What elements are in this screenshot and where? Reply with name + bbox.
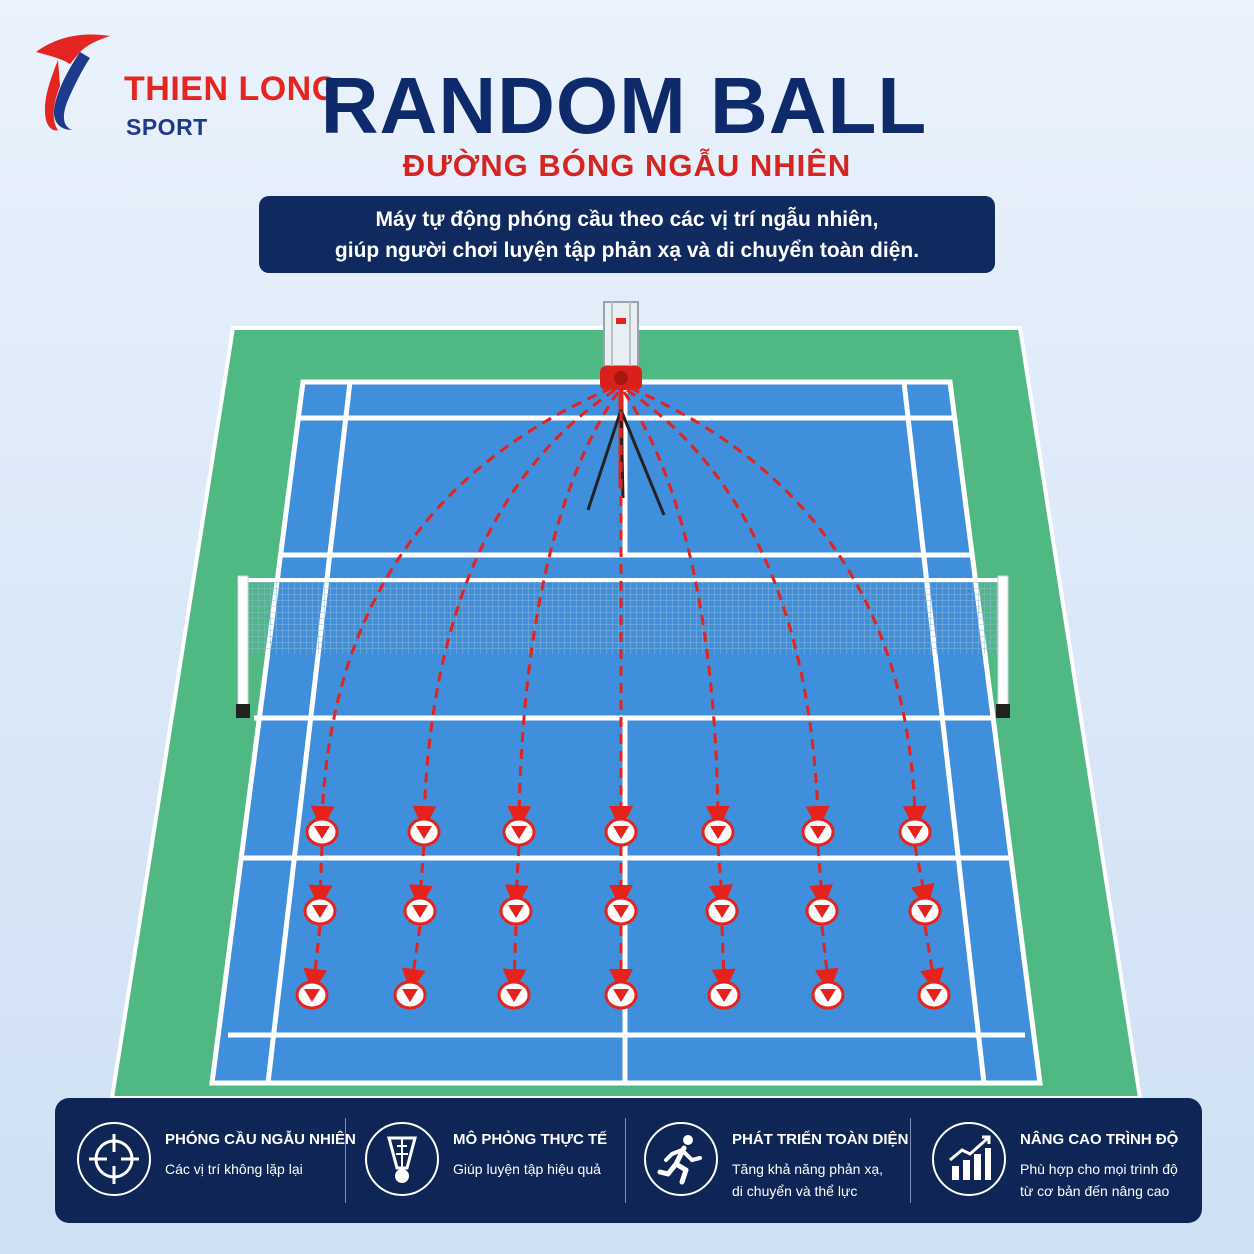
target-marker-icon — [305, 817, 339, 847]
target-marker-icon — [499, 896, 533, 926]
feature-desc: Phù hợp cho mọi trình độ từ cơ bản đến n… — [1020, 1161, 1178, 1199]
target-marker-icon — [407, 817, 441, 847]
brand-logo: THIEN LONG SPORT — [28, 30, 338, 140]
crosshair-icon — [77, 1122, 151, 1196]
target-marker-icon — [801, 817, 835, 847]
target-marker-icon — [403, 896, 437, 926]
target-marker-icon — [811, 980, 845, 1010]
shuttlecock-icon — [365, 1122, 439, 1196]
target-marker-icon — [393, 980, 427, 1010]
feature-desc: Các vị trí không lặp lại — [165, 1161, 303, 1177]
feature-desc: Tăng khả năng phản xạ, di chuyển và thể … — [732, 1161, 884, 1199]
target-marker-icon — [701, 817, 735, 847]
divider — [345, 1118, 346, 1203]
target-marker-icon — [502, 817, 536, 847]
target-marker-icon — [805, 896, 839, 926]
target-marker-icon — [917, 980, 951, 1010]
feature-title: NÂNG CAO TRÌNH ĐỘ — [1020, 1131, 1179, 1148]
ball-trajectories — [303, 386, 944, 993]
brand-mark-icon — [36, 34, 110, 131]
feature-realistic: MÔ PHỎNG THỰC TẾ Giúp luyện tập hiệu quả — [343, 1098, 630, 1223]
page-title: RANDOM BALL — [320, 61, 928, 150]
target-marker-icon — [604, 980, 638, 1010]
feature-title: MÔ PHỎNG THỰC TẾ — [453, 1131, 608, 1148]
description-line-2: giúp người chơi luyện tập phản xạ và di … — [334, 239, 920, 262]
badminton-net — [236, 575, 1010, 718]
divider — [625, 1118, 626, 1203]
feature-title: PHÓNG CẦU NGẪU NHIÊN — [165, 1131, 356, 1148]
page-subtitle: ĐƯỜNG BÓNG NGẪU NHIÊN — [402, 148, 852, 183]
growth-chart-icon — [932, 1122, 1006, 1196]
court-lines — [209, 379, 1043, 1086]
target-marker-icon — [908, 896, 942, 926]
brand-sub: SPORT — [126, 114, 208, 140]
landing-markers — [295, 817, 951, 1010]
description-banner: Máy tự động phóng cầu theo các vị trí ng… — [259, 196, 995, 273]
target-marker-icon — [707, 980, 741, 1010]
feature-development: PHÁT TRIỂN TOÀN DIỆN Tăng khả năng phản … — [622, 1098, 909, 1223]
target-marker-icon — [497, 980, 531, 1010]
target-marker-icon — [705, 896, 739, 926]
feature-random-launch: PHÓNG CẦU NGẪU NHIÊN Các vị trí không lặ… — [55, 1098, 356, 1223]
target-marker-icon — [295, 980, 329, 1010]
feature-desc: Giúp luyện tập hiệu quả — [453, 1161, 601, 1177]
brand-name: THIEN LONG — [124, 70, 339, 108]
target-marker-icon — [604, 896, 638, 926]
feature-title: PHÁT TRIỂN TOÀN DIỆN — [732, 1131, 909, 1148]
target-marker-icon — [303, 896, 337, 926]
target-marker-icon — [604, 817, 638, 847]
divider — [910, 1118, 911, 1203]
runner-icon — [644, 1122, 718, 1196]
description-line-1: Máy tự động phóng cầu theo các vị trí ng… — [375, 208, 879, 231]
features-bar: PHÓNG CẦU NGẪU NHIÊN Các vị trí không lặ… — [55, 1098, 1202, 1223]
feature-advance-level: NÂNG CAO TRÌNH ĐỘ Phù hợp cho mọi trình … — [910, 1098, 1197, 1223]
target-marker-icon — [898, 817, 932, 847]
